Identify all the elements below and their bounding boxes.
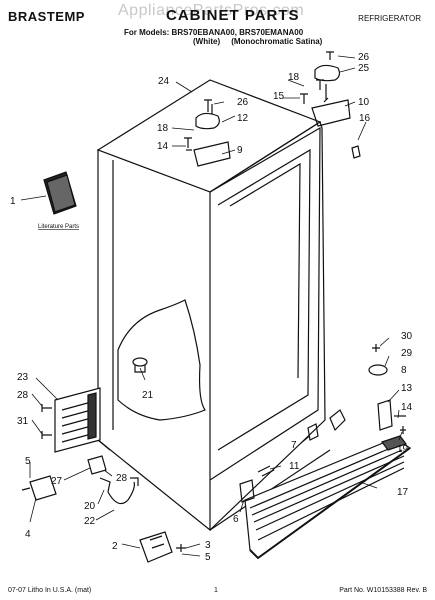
callout-21: 21 [142, 390, 154, 401]
part-29-pad [368, 364, 388, 376]
callout-5-left: 5 [25, 456, 31, 467]
callout-6: 6 [233, 514, 239, 525]
literature-booklet [43, 171, 77, 215]
leader-lines [20, 55, 403, 557]
callout-3: 3 [205, 540, 211, 551]
models-line: For Models: BRS70EBANA00, BRS70EMANA00 [124, 28, 304, 37]
product-type: REFRIGERATOR [358, 14, 421, 23]
callout-7: 7 [291, 440, 297, 451]
callout-26-center: 26 [237, 97, 249, 108]
callout-25: 25 [358, 63, 370, 74]
callout-22: 22 [84, 516, 96, 527]
leveling-foot-part [132, 357, 148, 367]
callout-19: 19 [397, 444, 409, 455]
watermark-text: AppliancePartsPros.com [118, 2, 305, 19]
footer-part-number: Part No. W10153388 Rev. B [339, 587, 427, 594]
top-hinge-center [186, 104, 231, 167]
literature-parts-label: Literature Parts [38, 224, 79, 230]
footer-page-number: 1 [214, 587, 218, 594]
callout-30: 30 [401, 331, 413, 342]
cabinet-cutaway [117, 299, 206, 421]
part-6-bracket [239, 479, 255, 503]
callout-5-bottom: 5 [205, 552, 211, 563]
callout-9: 9 [237, 145, 243, 156]
callout-24: 24 [158, 76, 170, 87]
callout-26-right: 26 [358, 52, 370, 63]
callout-29: 29 [401, 348, 413, 359]
part-7-clip [307, 423, 319, 441]
toe-grille [244, 435, 412, 560]
callout-8: 8 [401, 365, 407, 376]
callout-31: 31 [17, 416, 29, 427]
vent-grille [54, 387, 101, 453]
part-13-bracket [377, 399, 393, 431]
part-16-clip [351, 145, 361, 159]
water-valve [21, 455, 139, 505]
callout-28-left: 28 [17, 390, 29, 401]
callout-18-right: 18 [288, 72, 300, 83]
callout-23: 23 [17, 372, 29, 383]
callout-27: 27 [51, 476, 63, 487]
bottom-hinge [139, 531, 186, 563]
page-title: CABINET PARTS [166, 7, 300, 24]
callout-17: 17 [397, 487, 409, 498]
callout-14: 14 [401, 402, 413, 413]
callout-11: 11 [289, 461, 300, 472]
callout-4: 4 [25, 529, 31, 540]
variants-line: (White) (Monochromatic Satina) [193, 37, 323, 46]
callout-15-right: 15 [273, 91, 285, 102]
callout-18-center: 18 [157, 123, 169, 134]
callout-10: 10 [358, 97, 370, 108]
callout-13: 13 [401, 383, 413, 394]
brand-logo: BRASTEMP [8, 9, 85, 24]
callout-15-center: 14 [157, 141, 169, 152]
bracket-8 [329, 409, 346, 432]
callout-12: 12 [237, 113, 249, 124]
callout-20: 20 [84, 501, 96, 512]
callout-16: 16 [359, 113, 371, 124]
footer-litho: 07-07 Litho In U.S.A. (mat) [8, 587, 92, 594]
top-hinge-right [311, 64, 351, 127]
callout-2: 2 [112, 541, 118, 552]
screws-top [184, 51, 334, 148]
callout-28-mid: 28 [116, 473, 128, 484]
callout-1: 1 [10, 196, 16, 207]
